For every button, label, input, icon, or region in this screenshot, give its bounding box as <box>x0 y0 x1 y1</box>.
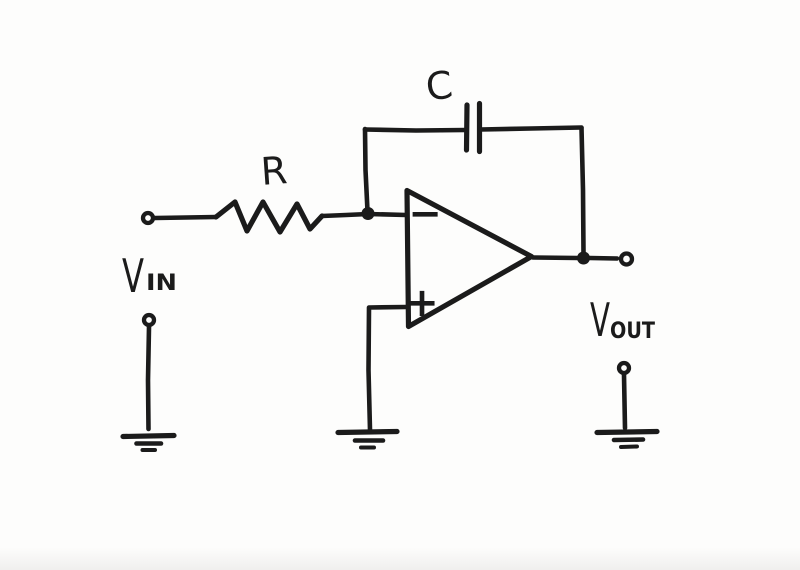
vout-reference: V OUT <box>590 293 660 449</box>
ground-bar-1 <box>335 428 400 436</box>
input-wire <box>152 214 219 221</box>
output-terminal-circle <box>618 251 635 267</box>
input-terminal-circle <box>140 210 156 226</box>
ground-bar-1 <box>120 432 177 440</box>
output-wire-right <box>587 255 620 261</box>
vout-label-main: V <box>590 293 610 347</box>
ground-bar-2 <box>611 437 646 443</box>
capacitor-label: C <box>423 63 455 110</box>
vout-ground-stem <box>621 372 628 431</box>
ground-symbol-vout <box>594 428 660 449</box>
resistor-symbol <box>213 199 325 235</box>
ground-bar-1 <box>594 428 660 436</box>
ground-symbol-noninverting <box>335 428 400 450</box>
inverting-node-dot <box>361 207 375 220</box>
vin-ground-stem <box>145 324 152 432</box>
feedback-wire-top-left <box>362 127 469 133</box>
vout-probe-terminal <box>616 360 632 376</box>
opamp-symbol: − + <box>404 187 535 330</box>
ground-symbol-vin <box>120 432 177 452</box>
vin-reference: V IN <box>120 249 177 452</box>
capacitor-plate-left <box>463 102 470 153</box>
feedback-wire-top-right <box>478 125 584 132</box>
opamp-triangle <box>404 187 535 330</box>
feedback-wire-right-vertical <box>579 125 586 256</box>
opamp-inverting-sign: − <box>408 191 442 237</box>
output-branch <box>530 251 635 267</box>
vin-label-main: V <box>122 249 144 303</box>
capacitor-symbol <box>463 100 483 155</box>
vout-label-subscript: OUT <box>610 319 655 344</box>
noninverting-ground-branch <box>335 304 409 450</box>
output-node-dot <box>577 251 590 265</box>
opamp-noninverting-sign: + <box>405 280 439 326</box>
noninverting-input-wire <box>366 304 409 433</box>
feedback-branch: C <box>361 63 586 256</box>
output-wire-left <box>530 255 581 261</box>
feedback-wire-left-vertical <box>362 126 370 214</box>
ground-bar-3 <box>619 444 639 449</box>
vin-probe-terminal <box>141 312 157 328</box>
input-branch: R <box>140 148 409 235</box>
wire-resistor-to-opamp <box>319 211 409 219</box>
resistor-label: R <box>259 148 288 194</box>
vin-label-subscript: IN <box>146 271 177 296</box>
